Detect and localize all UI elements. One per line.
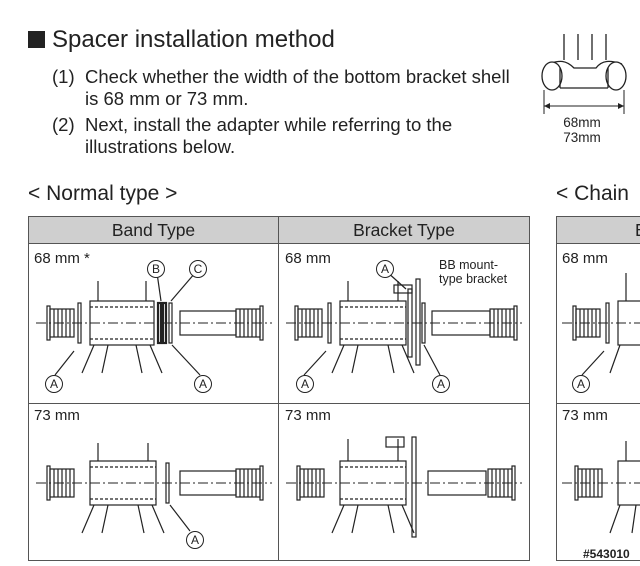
spacer — [161, 301, 168, 345]
chainstay-edge — [401, 344, 415, 374]
row-label-chain-73: 73 mm — [562, 407, 608, 424]
column-header-chain: B — [556, 216, 640, 244]
chainstay-edge — [81, 504, 95, 534]
cup-flange — [46, 305, 51, 341]
catalog-number: #543010 — [583, 547, 630, 561]
row-label-bracket-68: 68 mm — [285, 250, 331, 267]
callout-a: A — [572, 375, 590, 393]
leader-line — [54, 350, 75, 376]
chainstay-edge — [101, 504, 109, 534]
callout-a: A — [45, 375, 63, 393]
leader-line — [171, 344, 201, 376]
axle-sleeve — [427, 470, 487, 496]
cup-flange — [259, 465, 264, 501]
chainstay-edge — [151, 504, 165, 534]
cup-flange — [572, 305, 577, 341]
chain-68-diagram — [562, 273, 640, 376]
page-title: Spacer installation method — [28, 26, 335, 54]
bb-shell — [617, 460, 640, 506]
callout-a: A — [432, 375, 450, 393]
spacer — [421, 302, 426, 344]
bracket-plate — [415, 278, 421, 366]
step-number: (2) — [52, 114, 75, 135]
spacer — [168, 302, 173, 344]
bracket-tab — [393, 284, 413, 294]
leader-line — [303, 350, 327, 376]
shell-width-68: 68mm — [563, 115, 601, 130]
bb-shell — [617, 300, 640, 346]
callout-b: B — [147, 260, 165, 278]
cup-flange — [574, 465, 579, 501]
step-text: Check whether the width of the bottom br… — [85, 66, 510, 109]
row-label-band-68: 68 mm * — [34, 250, 90, 267]
cup-flange — [259, 305, 264, 341]
chainstay-edge — [137, 504, 145, 534]
bb-shell-illustration — [541, 34, 627, 114]
band-73-diagram — [36, 443, 272, 534]
leader-line — [581, 350, 605, 376]
bb-shell — [339, 300, 407, 346]
bb-shell — [89, 300, 155, 346]
chainstay-edge — [387, 344, 395, 374]
leader-line — [423, 344, 441, 376]
column-header-bracket: Bracket Type — [278, 216, 530, 244]
callout-a: A — [186, 531, 204, 549]
bracket-68-diagram — [286, 270, 522, 376]
chainstay-edge — [387, 504, 395, 534]
step-2: (2) Next, install the adapter while refe… — [52, 114, 532, 158]
chainstay-edge — [81, 344, 95, 374]
leader-line — [170, 272, 196, 302]
cup-flange — [296, 465, 301, 501]
bb-mount-bracket-label: BB mount- type bracket — [439, 258, 508, 286]
callout-c: C — [189, 260, 207, 278]
bb-mount-bracket — [411, 436, 417, 538]
cup-flange — [46, 465, 51, 501]
row-label-chain-68: 68 mm — [562, 250, 608, 267]
bracket-tab — [385, 436, 405, 448]
cup-flange — [513, 305, 518, 341]
callout-a: A — [194, 375, 212, 393]
chain-73-diagram — [562, 441, 640, 534]
shell-width-73: 73mm — [563, 130, 601, 145]
step-number: (1) — [52, 66, 75, 87]
chainstay-edge — [149, 344, 163, 374]
step-1: (1) Check whether the width of the botto… — [52, 66, 532, 110]
bb-mount-bracket — [407, 288, 413, 358]
title-bullet-square — [28, 31, 45, 48]
chainstay-edge — [609, 504, 621, 534]
chainstay-edge — [609, 344, 621, 374]
chainstay-edge — [331, 504, 345, 534]
bracket-73-diagram — [286, 436, 522, 538]
row-label-bracket-73: 73 mm — [285, 407, 331, 424]
chainstay-edge — [331, 344, 345, 374]
cup-flange — [294, 305, 299, 341]
chainstay-edge — [631, 504, 637, 534]
cup-flange — [511, 465, 516, 501]
chainstay-edge — [351, 344, 359, 374]
spacer — [327, 302, 332, 344]
section-normal-type: < Normal type > — [28, 182, 178, 205]
leader-line — [169, 504, 191, 532]
spacer — [165, 462, 170, 504]
spacer — [605, 302, 610, 344]
spacer — [156, 301, 163, 345]
column-header-band: Band Type — [28, 216, 279, 244]
spacer — [77, 302, 82, 344]
section-chain-type: < Chain — [556, 182, 629, 205]
callout-a: A — [296, 375, 314, 393]
bb-shell — [339, 460, 407, 506]
chainstay-edge — [351, 504, 359, 534]
callout-a: A — [376, 260, 394, 278]
row-label-band-73: 73 mm — [34, 407, 80, 424]
step-text: Next, install the adapter while referrin… — [85, 114, 453, 157]
chainstay-edge — [135, 344, 143, 374]
bb-shell — [89, 460, 157, 506]
chainstay-edge — [101, 344, 109, 374]
